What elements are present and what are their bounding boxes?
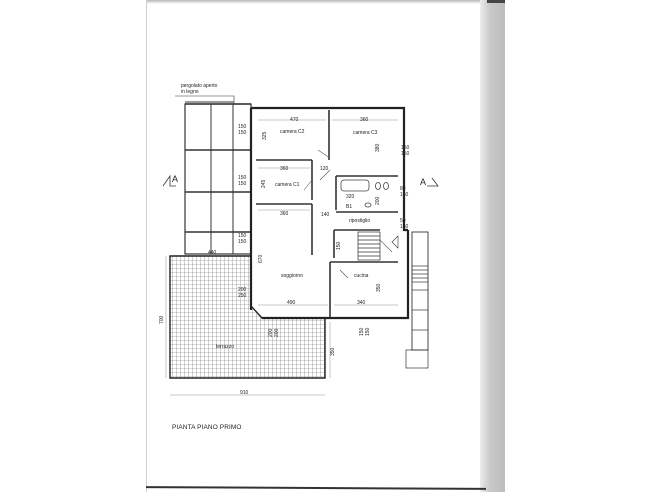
- dim-b1-width: 320: [346, 194, 355, 200]
- section-cut-marks: [162, 174, 439, 187]
- dim-soggiorno-depth: 670: [258, 254, 264, 263]
- door-swings: [303, 149, 393, 279]
- dim-camera-c2-width: 470: [290, 117, 299, 123]
- bathroom-fixtures: [340, 179, 389, 208]
- dim-door-terr-b: 200: [274, 328, 280, 337]
- dim-window-c3-b: 150: [401, 151, 410, 157]
- dim-window-sog1-a: 150: [238, 233, 247, 239]
- dim-camera-c1-depth: 245: [261, 179, 267, 188]
- pergola-note-line1: pergolato aperto: [181, 83, 218, 89]
- sheet-shadow: [146, 0, 490, 4]
- outer-walls: [249, 106, 410, 320]
- room-label-camera-c1: camera C1: [275, 182, 300, 188]
- dim-b1-depth: 200: [375, 196, 381, 205]
- room-label-terrazzo: terrazzo: [216, 344, 235, 350]
- dim-terrace-width: 910: [240, 390, 249, 396]
- dim-camera-c1-width: 360: [280, 166, 289, 172]
- pergola-structure: [175, 95, 252, 255]
- dim-window-c3-a: 150: [401, 145, 410, 151]
- room-label-soggiorno: soggiorno: [281, 273, 303, 279]
- dim-window-sog2-b: 250: [238, 293, 247, 299]
- dimension-lines: [165, 119, 398, 396]
- dim-window-c2-a: 150: [238, 124, 247, 130]
- dim-window-rip-a: 50: [400, 218, 406, 224]
- dim-window-rip-b: 150: [400, 224, 409, 230]
- dim-ripostiglio: 150: [336, 241, 342, 250]
- dim-window-cucina-b: 150: [365, 327, 371, 336]
- dim-soggiorno-width: 490: [287, 300, 296, 306]
- dim-terrace-height: 700: [159, 315, 165, 324]
- dim-window-sog1-b: 150: [238, 239, 247, 245]
- dim-cucina-width: 340: [357, 300, 366, 306]
- dim-window-b1-a: 80: [400, 186, 406, 192]
- sheet-edge-left: [146, 0, 147, 492]
- dim-window-c1-a: 150: [238, 175, 247, 181]
- room-label-b1: B1: [346, 204, 353, 210]
- dim-camera-c3-width: 360: [360, 117, 369, 123]
- room-label-camera-c2: camera C2: [280, 129, 305, 135]
- dim-window-c2-b: 150: [238, 130, 247, 136]
- drawing-sheet: [146, 0, 490, 492]
- room-label-cucina: cucina: [354, 273, 369, 279]
- section-marker-right: A: [420, 177, 427, 187]
- sheet-edge-corner: [487, 0, 505, 3]
- staircase: [357, 231, 429, 369]
- dim-window-b1-b: 150: [400, 192, 409, 198]
- dim-terrace-right: 350: [330, 347, 336, 356]
- dim-window-c1-b: 150: [238, 181, 247, 187]
- dim-cucina-depth: 350: [376, 283, 382, 292]
- room-label-camera-c3: camera C3: [353, 130, 378, 136]
- dim-corridor-lower: 140: [321, 212, 330, 218]
- dim-corridor-upper: 120: [320, 166, 329, 172]
- dim-soggiorno-top: 360: [280, 211, 289, 217]
- dim-pergola-bay: 440: [208, 250, 217, 256]
- sheet-edge-right: [480, 0, 505, 492]
- section-marker-left: A: [172, 174, 179, 184]
- dim-window-sog2-a: 200: [238, 287, 247, 293]
- dim-camera-c3-depth: 380: [375, 143, 381, 152]
- dim-camera-c2-depth: 325: [262, 131, 268, 140]
- room-label-ripostiglio: ripostiglio: [349, 218, 371, 224]
- drawing-title: PIANTA PIANO PRIMO: [172, 424, 242, 431]
- pergola-note-line2: in legno: [181, 89, 199, 95]
